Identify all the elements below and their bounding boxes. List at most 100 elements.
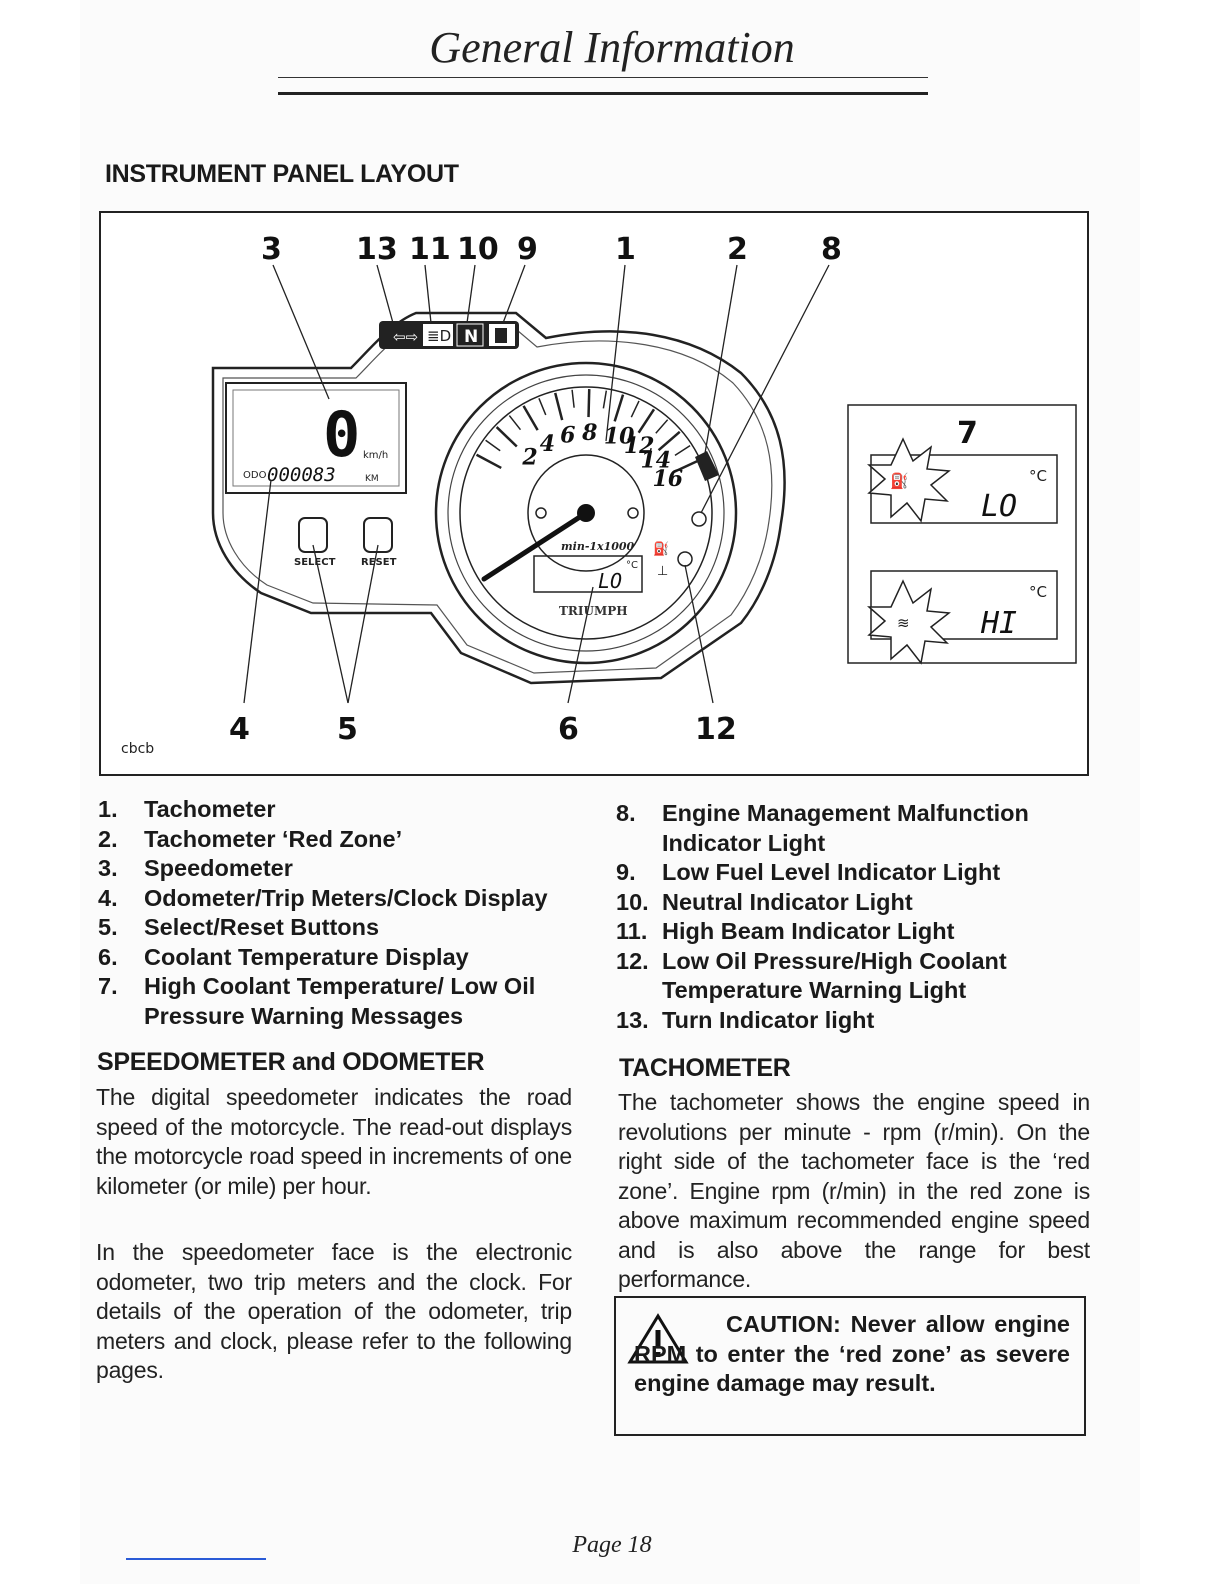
- list-item: 11.High Beam Indicator Light: [616, 918, 955, 944]
- coolant-warning-icon: ≋: [897, 614, 910, 632]
- high-beam-icon: ≣D: [427, 327, 451, 345]
- tach-scale-label: 2: [521, 445, 537, 471]
- list-item: 3.Speedometer: [98, 855, 293, 881]
- tach-tick: [538, 397, 547, 416]
- list-item: 10.Neutral Indicator Light: [616, 888, 913, 915]
- list-item: 13.Turn Indicator light: [616, 1006, 875, 1033]
- select-button: [298, 517, 328, 553]
- tach-pivot-left: [535, 507, 547, 519]
- callout-9: 9: [517, 232, 538, 267]
- high-beam-icon-bg: [423, 324, 453, 346]
- odo-readout: 000083: [267, 464, 336, 486]
- figure-code: cbcb: [121, 741, 154, 757]
- speedo-lcd-inner: [232, 389, 400, 487]
- speedometer-section-heading: SPEEDOMETER and ODOMETER: [97, 1048, 485, 1076]
- high-coolant-unit: °C: [1029, 583, 1047, 601]
- reset-button-label: RESET: [361, 557, 397, 568]
- coolant-temp-lcd: [533, 555, 643, 593]
- tach-tick: [630, 400, 640, 418]
- odo-prefix: ODO: [243, 470, 267, 481]
- tach-hub-ring: [527, 454, 645, 572]
- list-item: 12.Low Oil Pressure/High Coolant Tempera…: [616, 947, 1007, 1004]
- list-item: 9.Low Fuel Level Indicator Light: [616, 859, 1001, 885]
- tach-tick: [554, 392, 564, 421]
- key-list-right: 8.Engine Management Malfunction Indicato…: [616, 799, 1096, 1035]
- reset-button: [363, 517, 393, 553]
- instrument-panel-heading: INSTRUMENT PANEL LAYOUT: [105, 160, 459, 188]
- list-item: 8.Engine Management Malfunction Indicato…: [616, 800, 1029, 856]
- callout-2: 2: [727, 232, 748, 267]
- callout-numbers: 3 13 11 10 9 1 2 8 7 4 5 6 12: [229, 232, 978, 747]
- oil-can-warning-icon: ⛽: [890, 472, 909, 490]
- brand-logo-text: TRIUMPH: [559, 604, 628, 618]
- tach-tick: [637, 408, 656, 434]
- callout-11: 11: [409, 232, 451, 267]
- low-oil-warning-burst-icon: [867, 437, 951, 523]
- tach-scale-label: 16: [653, 466, 684, 492]
- oil-can-icon: ⛽: [653, 541, 669, 557]
- instrument-panel-diagram: ⇦⇨ ≣D N 0 km/h ODO 000083 KM SELECT RESE…: [121, 232, 1077, 757]
- speed-unit: km/h: [363, 450, 388, 461]
- tach-scale-label: 10: [604, 424, 635, 450]
- callout-6: 6: [558, 712, 579, 747]
- callout-4: 4: [229, 712, 250, 747]
- callout-3: 3: [261, 232, 282, 267]
- header-rule-thick: [278, 92, 928, 95]
- page-number: Page 18: [572, 1532, 652, 1558]
- callout-13: 13: [356, 232, 398, 267]
- speedo-lcd-outer: [225, 382, 407, 494]
- tach-scale-label: 4: [540, 431, 555, 457]
- caution-text: CAUTION: Never allow engine RPM to enter…: [634, 1311, 1070, 1396]
- low-oil-lcd: [870, 454, 1058, 524]
- tach-scale-label: 8: [581, 420, 597, 446]
- tach-tick: [672, 459, 699, 474]
- footer-link-underline[interactable]: [126, 1558, 266, 1560]
- tach-tick: [587, 389, 591, 418]
- cluster-outline: [211, 311, 786, 685]
- turn-indicator-icon: ⇦⇨: [393, 328, 418, 346]
- callout-10: 10: [457, 232, 499, 267]
- list-item: 4.Odometer/Trip Meters/Clock Display: [98, 884, 548, 911]
- list-item: 2.Tachometer ‘Red Zone’: [98, 825, 403, 852]
- oil-pressure-light-icon: [677, 551, 693, 567]
- low-oil-value: LO: [981, 489, 1017, 524]
- list-item: 1.Tachometer: [98, 796, 276, 822]
- caution-box: CAUTION: Never allow engine RPM to enter…: [614, 1296, 1086, 1436]
- list-item: 5.Select/Reset Buttons: [98, 914, 380, 940]
- tach-tick: [613, 394, 625, 422]
- high-coolant-warning-burst-icon: [867, 579, 951, 665]
- speed-readout: 0: [323, 398, 360, 471]
- neutral-icon-bg: [456, 323, 484, 347]
- tach-scale-label: 6: [560, 423, 575, 449]
- header-rule-thin: [278, 77, 928, 78]
- coolant-temp-value: LO: [598, 569, 622, 593]
- neutral-indicator-icon: N: [464, 327, 478, 347]
- tach-tick: [602, 390, 608, 409]
- tach-tick: [657, 430, 681, 452]
- tach-ticks: [475, 389, 699, 474]
- tach-bezel-outer: [434, 361, 738, 665]
- high-coolant-value: HI: [980, 606, 1017, 641]
- speedometer-paragraph-1: The digital speedometer indicates the ro…: [96, 1084, 572, 1199]
- warning-triangle-icon: [627, 1313, 689, 1364]
- select-button-label: SELECT: [294, 557, 336, 568]
- tach-pivot-right: [627, 507, 639, 519]
- odo-unit: KM: [365, 474, 379, 484]
- tach-tick: [522, 405, 539, 431]
- tach-bezel-inner: [459, 386, 713, 640]
- tachometer-paragraph-1: The tachometer shows the engine speed in…: [618, 1089, 1090, 1292]
- callout-8: 8: [821, 232, 842, 267]
- fuel-pump-icon: [495, 328, 507, 343]
- engine-management-light-icon: [691, 511, 707, 527]
- callout-1: 1: [615, 232, 636, 267]
- tach-tick: [674, 444, 691, 456]
- tach-scale-label: 14: [640, 448, 671, 474]
- tach-needle: [481, 510, 589, 582]
- list-item: 6.Coolant Temperature Display: [98, 943, 469, 970]
- list-item: 7.High Coolant Temperature/ Low Oil Pres…: [98, 973, 536, 1029]
- coolant-temp-unit: °C: [626, 560, 638, 571]
- tach-scale-label: 12: [624, 433, 655, 459]
- tach-red-zone: [695, 451, 719, 481]
- tach-unit: min-1x1000: [561, 540, 635, 553]
- low-oil-unit: °C: [1029, 467, 1047, 485]
